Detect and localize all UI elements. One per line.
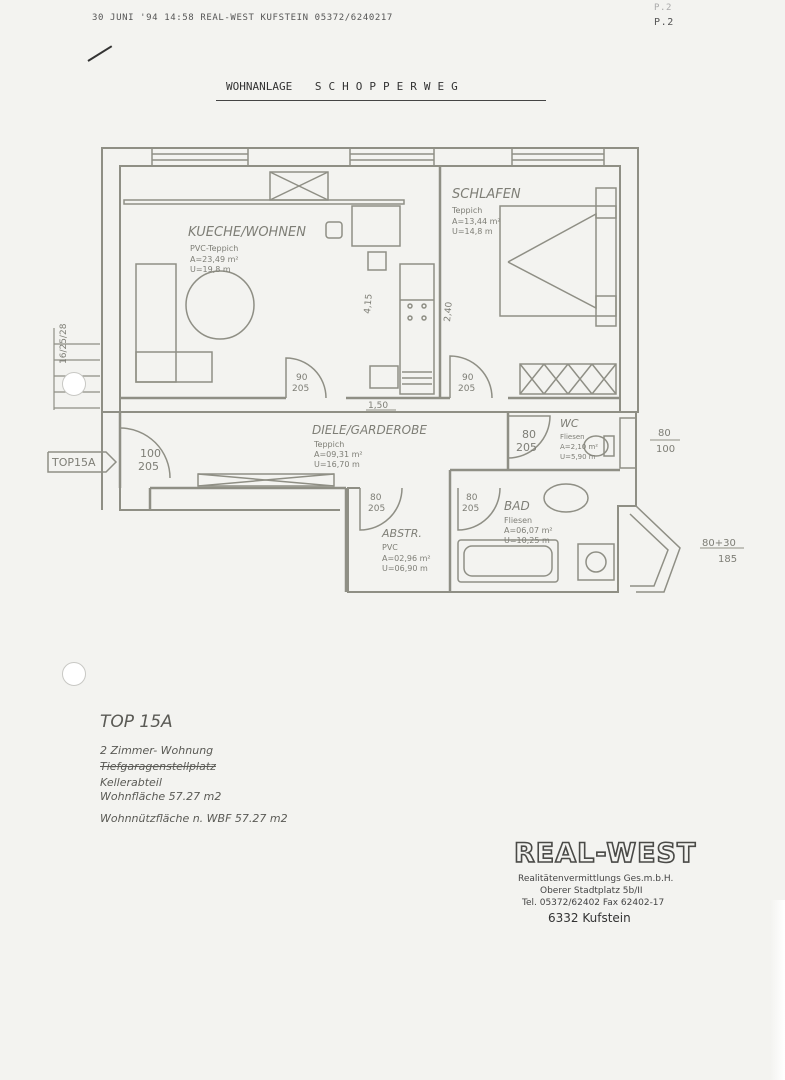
project-title: WOHNANLAGE SCHOPPERWEG bbox=[226, 80, 465, 93]
door-swings bbox=[119, 355, 551, 531]
bed bbox=[499, 187, 617, 395]
company-line4: 6332 Kufstein bbox=[548, 911, 631, 925]
room-kueche-name: KUECHE/WOHNEN bbox=[188, 225, 306, 240]
unit-desc-garage-struck: Tiefgaragenstellplatz bbox=[100, 760, 216, 773]
project-label: WOHNANLAGE bbox=[226, 80, 293, 93]
company-line3: Tel. 05372/62402 Fax 62402-17 bbox=[522, 898, 665, 908]
unit-desc-usable-area: Wohnnützfläche n. WBF 57.27 m2 bbox=[100, 812, 288, 825]
fax-page-number: P.2 bbox=[654, 17, 674, 28]
dim-stair-note: 16/25/28 bbox=[59, 323, 69, 364]
door-entry-w: 100 bbox=[140, 447, 161, 460]
door-dimensions: 90 205 90 205 100 205 80 205 80 205 80 2… bbox=[138, 373, 537, 514]
room-abstr-perimeter: U=06,90 m bbox=[382, 564, 428, 573]
room-wc-perimeter: U=5,90 m bbox=[560, 453, 596, 461]
kitchen-cabinets bbox=[123, 171, 435, 395]
room-diele-area: A=09,31 m² bbox=[314, 450, 363, 459]
room-diele-name: DIELE/GARDEROBE bbox=[312, 423, 427, 437]
unit-tag-arrow: TOP15A bbox=[51, 456, 96, 469]
room-abstr-area: A=02,96 m² bbox=[382, 554, 431, 563]
punch-hole-top bbox=[62, 372, 86, 396]
door-bad-h: 205 bbox=[462, 504, 479, 514]
room-bad-perimeter: U=10,25 m bbox=[504, 536, 550, 545]
room-bad-floor: Fliesen bbox=[504, 516, 532, 525]
project-title-underline bbox=[216, 100, 546, 101]
dim-opening: 1,50 bbox=[368, 401, 388, 411]
door-kueche-h: 205 bbox=[292, 384, 309, 394]
room-schlafen-area: A=13,44 m² bbox=[452, 217, 501, 226]
room-diele-floor: Teppich bbox=[313, 440, 344, 449]
fax-header-line: 30 JUNI '94 14:58 REAL-WEST KUFSTEIN 053… bbox=[92, 13, 393, 23]
company-logo: REAL-WEST bbox=[513, 837, 697, 870]
room-abstr-floor: PVC bbox=[382, 543, 398, 552]
door-schlafen-w: 90 bbox=[462, 373, 474, 383]
interior-walls bbox=[118, 166, 620, 592]
company-line1: Realitätenvermittlungs Ges.m.b.H. bbox=[518, 874, 674, 884]
paper-edge bbox=[770, 900, 785, 1080]
fax-page-ghost: P.2 bbox=[654, 3, 673, 13]
room-abstr-name: ABSTR. bbox=[381, 527, 422, 540]
room-schlafen-perimeter: U=14,8 m bbox=[452, 227, 493, 236]
misc-dimensions: 4,15 2,40 1,50 80 100 80+30 185 16/25/28… bbox=[51, 293, 737, 565]
unit-desc-rooms: 2 Zimmer- Wohnung bbox=[100, 744, 214, 757]
dim-bay-w: 80+30 bbox=[702, 538, 736, 549]
door-abstr-h: 205 bbox=[368, 504, 385, 514]
dim-bay-h: 185 bbox=[718, 554, 737, 565]
windows bbox=[151, 147, 637, 469]
room-kueche-area: A=23,49 m² bbox=[190, 255, 239, 264]
unit-desc-cellar: Kellerabteil bbox=[100, 776, 162, 789]
room-kueche-perimeter: U=19,8 m bbox=[190, 265, 231, 274]
project-name: SCHOPPERWEG bbox=[314, 80, 465, 93]
punch-hole-bottom bbox=[62, 662, 86, 686]
room-wc-area: A=2,10 m² bbox=[560, 443, 598, 451]
room-schlafen-name: SCHLAFEN bbox=[452, 187, 521, 202]
dim-wall-height: 2,40 bbox=[443, 301, 455, 322]
room-kueche-floor: PVC-Teppich bbox=[190, 244, 238, 253]
room-bad-name: BAD bbox=[504, 499, 530, 513]
door-abstr-w: 80 bbox=[370, 493, 382, 503]
floor-plan: KUECHE/WOHNEN PVC-Teppich A=23,49 m² U=1… bbox=[47, 147, 744, 593]
room-wc-floor: Fliesen bbox=[560, 433, 585, 441]
hall-wardrobe bbox=[197, 473, 335, 487]
dimension-lines bbox=[366, 409, 744, 549]
room-diele-perimeter: U=16,70 m bbox=[314, 460, 360, 469]
door-bad-w: 80 bbox=[466, 493, 478, 503]
room-schlafen-floor: Teppich bbox=[451, 206, 482, 215]
room-labels: KUECHE/WOHNEN PVC-Teppich A=23,49 m² U=1… bbox=[188, 187, 598, 573]
door-wc-h: 205 bbox=[516, 441, 537, 454]
unit-desc-living-area: Wohnfläche 57.27 m2 bbox=[100, 790, 222, 803]
door-entry-h: 205 bbox=[138, 460, 159, 473]
dim-wc-window-h: 100 bbox=[656, 444, 675, 455]
room-bad-area: A=06,07 m² bbox=[504, 526, 553, 535]
company-line2: Oberer Stadtplatz 5b/II bbox=[540, 886, 643, 896]
unit-title: TOP 15A bbox=[100, 712, 173, 732]
door-schlafen-h: 205 bbox=[458, 384, 475, 394]
entry-arrow bbox=[47, 451, 118, 473]
door-wc-w: 80 bbox=[522, 428, 536, 441]
dim-wc-window-w: 80 bbox=[658, 428, 671, 439]
door-kueche-w: 90 bbox=[296, 373, 308, 383]
dim-ceiling: 4,15 bbox=[363, 293, 375, 314]
room-wc-name: WC bbox=[560, 417, 579, 430]
bathroom-fixtures bbox=[457, 435, 681, 593]
